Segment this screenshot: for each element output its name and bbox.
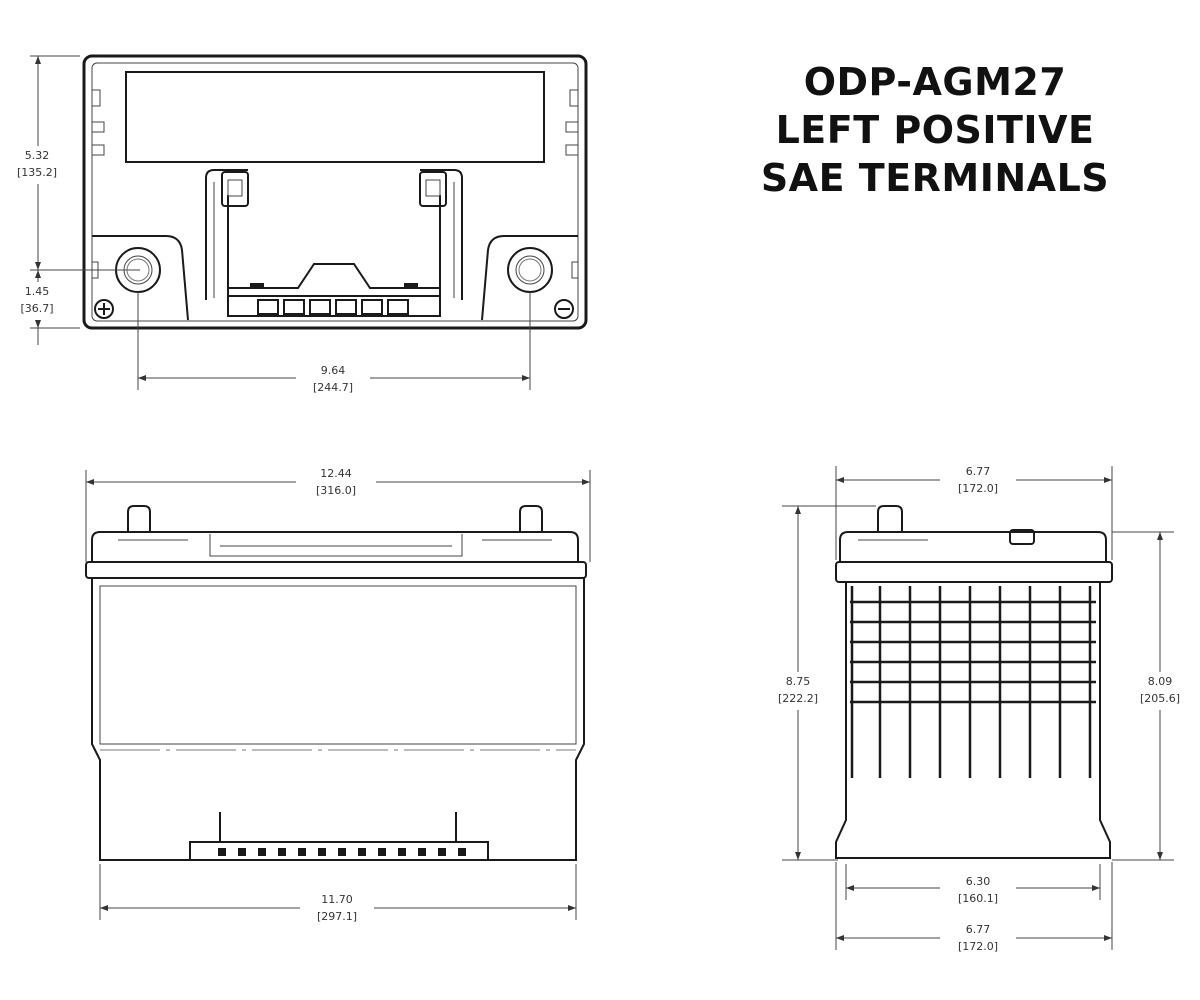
overall-length-in: 12.44 <box>320 467 352 480</box>
label-panel <box>125 71 545 163</box>
terminal-spacing-in: 9.64 <box>321 364 346 377</box>
right-terminal-pocket <box>481 235 578 321</box>
body-width-in: 6.30 <box>966 875 991 888</box>
front-handle-base <box>189 812 489 861</box>
side-overall-width-in: 6.77 <box>966 465 991 478</box>
total-height-mm: [222.2] <box>778 692 818 705</box>
front-post-left <box>127 505 151 532</box>
front-body <box>91 578 585 861</box>
terminal-offset-in: 1.45 <box>25 285 50 298</box>
title-model: ODP-AGM27 <box>803 60 1067 104</box>
top-height-mm: [135.2] <box>17 166 57 179</box>
side-view-dimensions: 6.77 [172.0] 8.75 [222.2] 8.09 [205.6] 6… <box>772 462 1188 956</box>
side-vent-cap <box>1009 529 1035 545</box>
case-height-mm: [205.6] <box>1140 692 1180 705</box>
positive-terminal-icon <box>94 299 114 319</box>
vent-holes <box>227 295 441 317</box>
body-width-mm: [160.1] <box>958 892 998 905</box>
right-terminal <box>507 247 553 293</box>
handle-clip-left <box>221 171 249 207</box>
center-bump <box>228 263 440 289</box>
side-post <box>877 505 903 532</box>
handle-clip-right <box>419 171 447 207</box>
title-polarity: LEFT POSITIVE <box>775 108 1095 152</box>
overall-length-mm: [316.0] <box>316 484 356 497</box>
base-length-mm: [297.1] <box>317 910 357 923</box>
title-terminal-type: SAE TERMINALS <box>760 156 1110 200</box>
top-view <box>82 54 588 330</box>
front-view <box>85 505 587 861</box>
side-body <box>835 582 1111 859</box>
side-notches <box>92 89 578 279</box>
top-view-dimensions: 5.32 [135.2] 1.45 [36.7] 9.64 [244.7] <box>14 55 531 396</box>
side-overall-width-mm: [172.0] <box>958 482 998 495</box>
side-lid <box>839 531 1107 562</box>
side-ribs <box>850 586 1096 778</box>
model-title: ODP-AGM27 LEFT POSITIVE SAE TERMINALS <box>740 58 1130 202</box>
side-lid-rim <box>835 561 1113 583</box>
base-width-mm: [172.0] <box>958 940 998 953</box>
front-lid <box>91 531 579 562</box>
terminal-offset-mm: [36.7] <box>20 302 53 315</box>
terminal-spacing-mm: [244.7] <box>313 381 353 394</box>
front-post-right <box>519 505 543 532</box>
top-view-case-outline <box>82 54 588 330</box>
side-view <box>835 505 1113 859</box>
top-view-inner-outline <box>91 62 579 322</box>
handle-channel <box>205 169 463 300</box>
case-height-in: 8.09 <box>1148 675 1173 688</box>
top-height-in: 5.32 <box>25 149 50 162</box>
base-length-in: 11.70 <box>321 893 353 906</box>
front-lid-rim <box>85 561 587 579</box>
total-height-in: 8.75 <box>786 675 811 688</box>
base-width-in: 6.77 <box>966 923 991 936</box>
left-terminal-pocket <box>92 235 189 321</box>
front-view-dimensions: 12.44 [316.0] 11.70 [297.1] <box>85 464 591 926</box>
negative-terminal-icon <box>554 299 574 319</box>
